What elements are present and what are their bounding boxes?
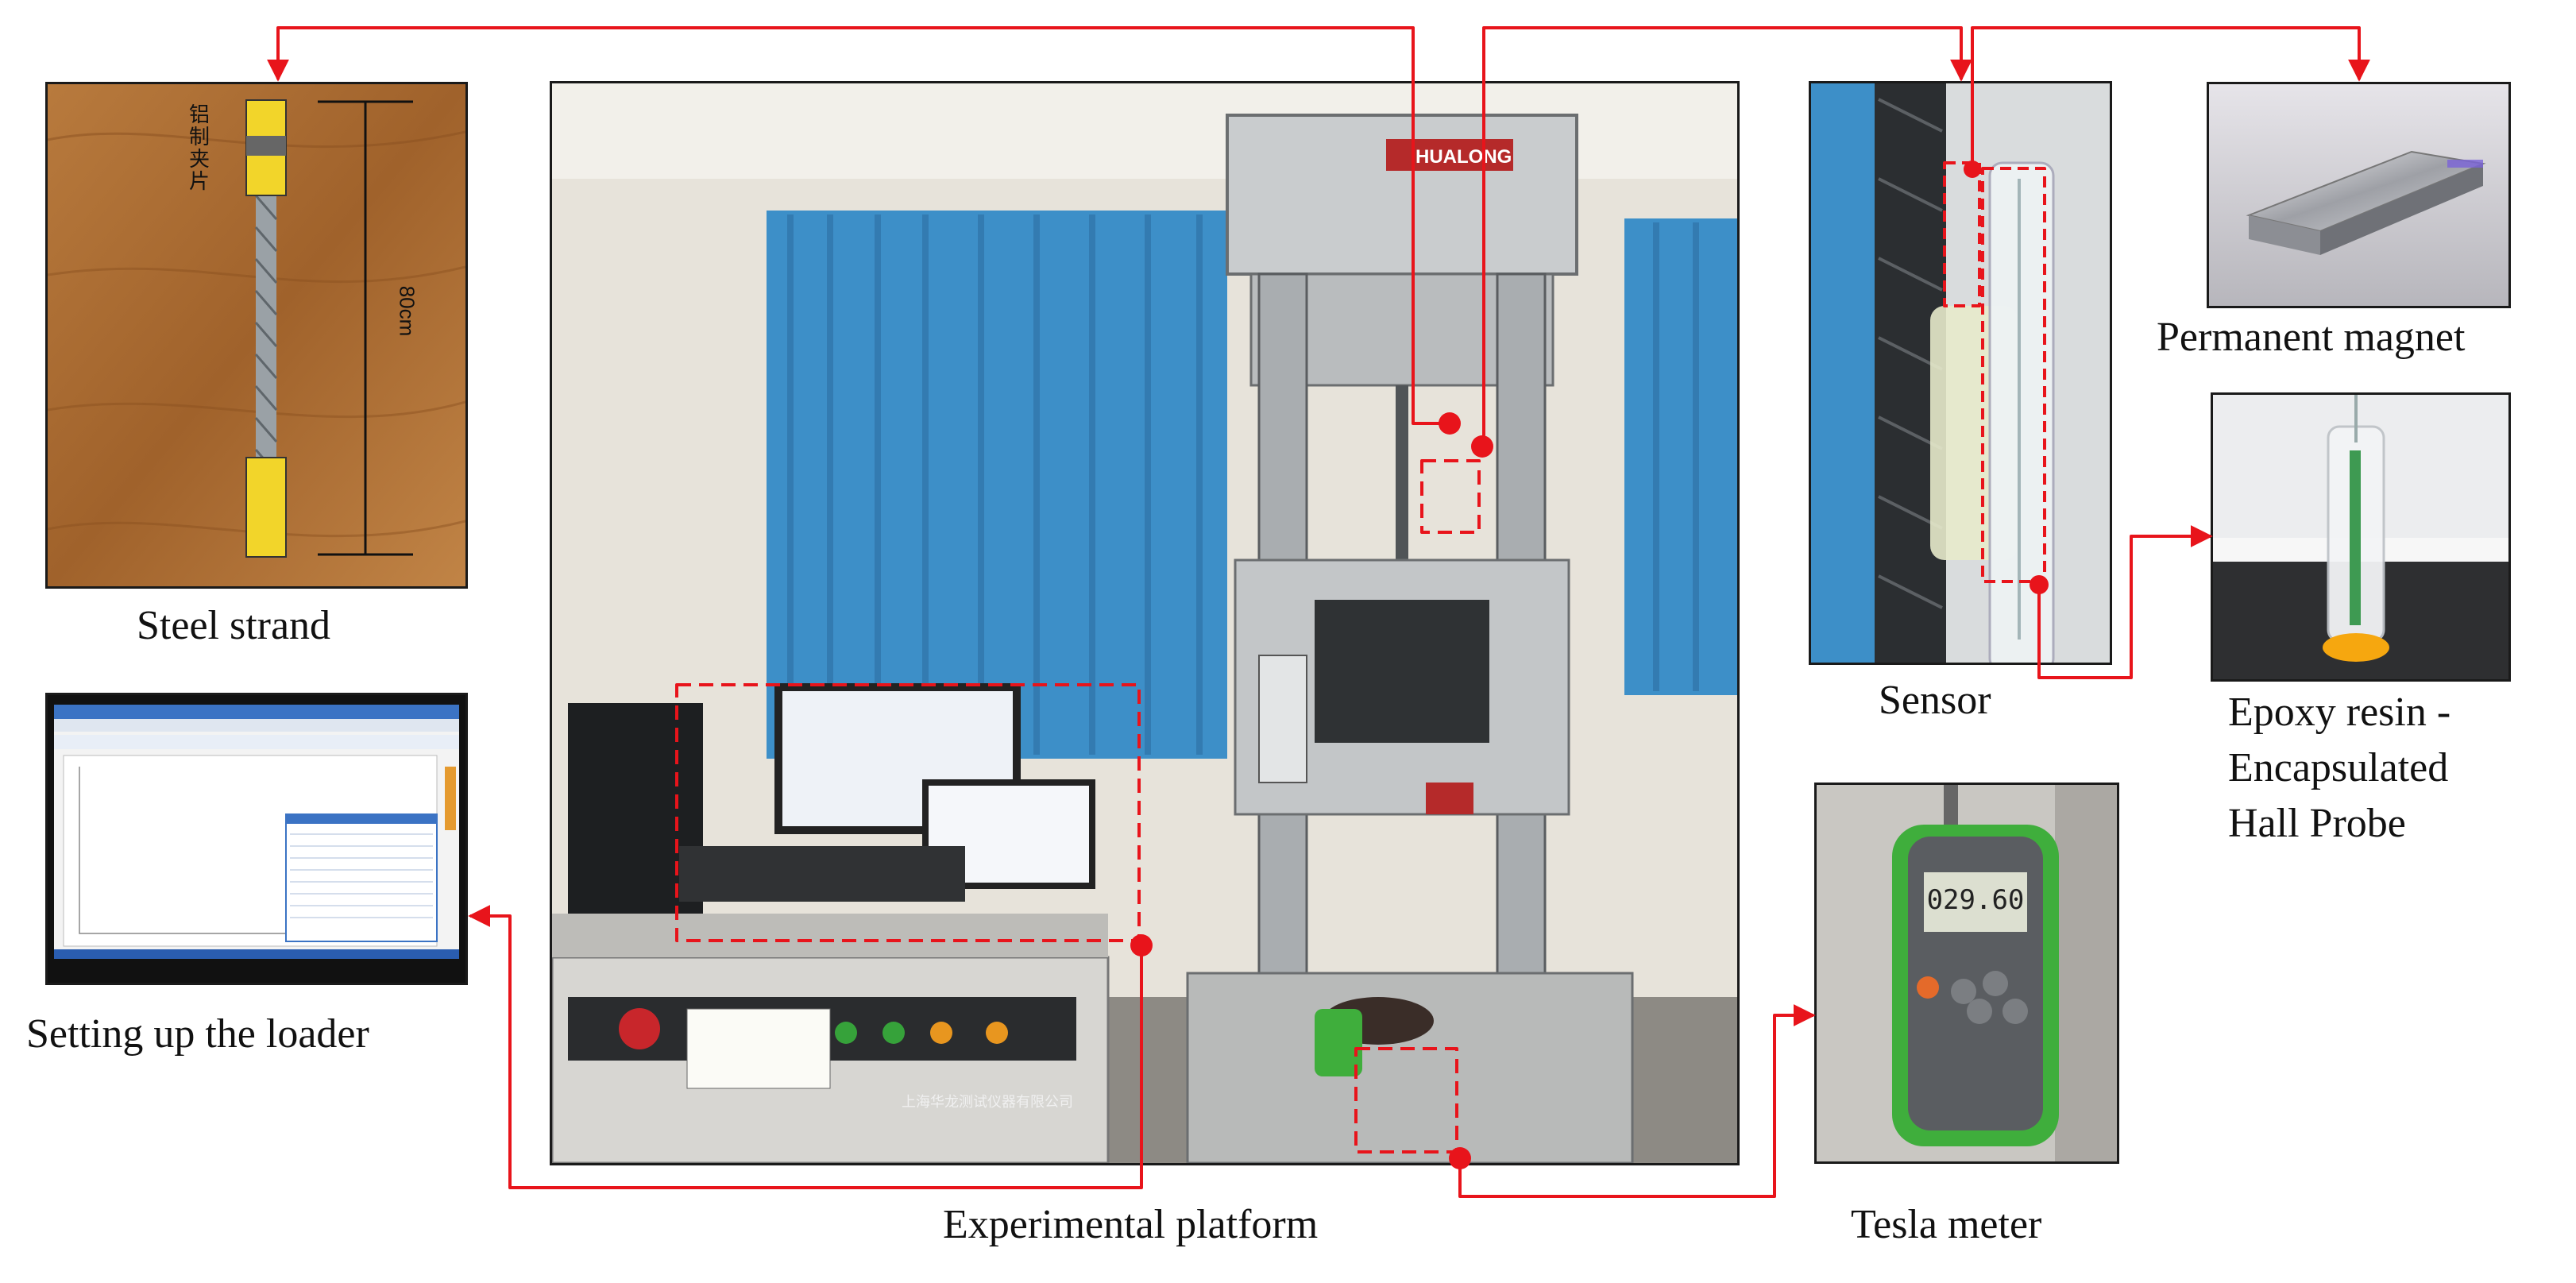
loader-screen-illustration — [54, 705, 459, 959]
caption-steel-strand: Steel strand — [137, 603, 331, 648]
tesla-reading: 029.60 — [1926, 884, 2025, 916]
caption-hall-probe-line-1: Epoxy resin - — [2228, 690, 2451, 735]
anchor-dot-hall-probe — [2030, 575, 2049, 594]
platform-illustration — [552, 83, 1737, 1163]
highlight-box-sensor-upper — [1943, 161, 1981, 307]
hall-probe-illustration — [2213, 395, 2508, 679]
anchor-dot-strand — [1439, 412, 1461, 435]
tesla-meter-illustration — [1817, 785, 2117, 1161]
sensor-photo — [1809, 81, 2112, 665]
permanent-magnet-photo — [2207, 82, 2511, 308]
caption-permanent-magnet: Permanent magnet — [2157, 315, 2466, 360]
caption-tesla-meter: Tesla meter — [1851, 1202, 2042, 1247]
anchor-dot-sensor — [1471, 435, 1493, 458]
caption-sensor: Sensor — [1879, 678, 1991, 723]
anchor-dot-tesla-meter — [1449, 1147, 1471, 1169]
caption-hall-probe-line-2: Encapsulated — [2228, 745, 2449, 790]
anchor-dot-magnet — [1964, 160, 1981, 178]
highlight-box-computers — [675, 683, 1141, 942]
experimental-platform-photo: HUALONG 上海华龙测试仪器有限公司 — [550, 81, 1740, 1165]
tesla-meter-photo: 029.60 — [1814, 783, 2119, 1164]
hall-probe-photo — [2211, 392, 2511, 682]
magnet-illustration — [2209, 84, 2508, 306]
connector-tesla-meter — [1458, 1004, 1816, 1198]
machine-brand-label: HUALONG — [1415, 146, 1512, 168]
caption-experimental-platform: Experimental platform — [943, 1202, 1319, 1247]
caption-hall-probe-line-3: Hall Probe — [2228, 801, 2406, 846]
clamp-label: 铝制夹片 — [189, 103, 210, 194]
steel-strand-photo: 80cm 铝制夹片 — [45, 82, 468, 589]
control-panel-maker-label: 上海华龙测试仪器有限公司 — [902, 1094, 1073, 1111]
caption-setting-up-loader: Setting up the loader — [26, 1011, 369, 1057]
sensor-illustration — [1811, 83, 2110, 663]
connector-hall-probe — [2037, 525, 2213, 679]
highlight-box-strand — [1420, 459, 1481, 534]
highlight-box-sensor-probe — [1981, 167, 2046, 583]
steel-strand-illustration — [48, 84, 465, 586]
connector-strand — [267, 26, 1450, 425]
loader-software-photo — [45, 693, 468, 985]
caption-hall-probe: Epoxy resin - Encapsulated Hall Probe — [2228, 685, 2450, 852]
highlight-box-tesla-meter — [1354, 1047, 1458, 1154]
connector-loader — [468, 905, 1143, 1189]
anchor-dot-loader — [1130, 934, 1153, 956]
connector-sensor — [1482, 26, 1972, 446]
connector-magnet — [1971, 26, 2370, 169]
